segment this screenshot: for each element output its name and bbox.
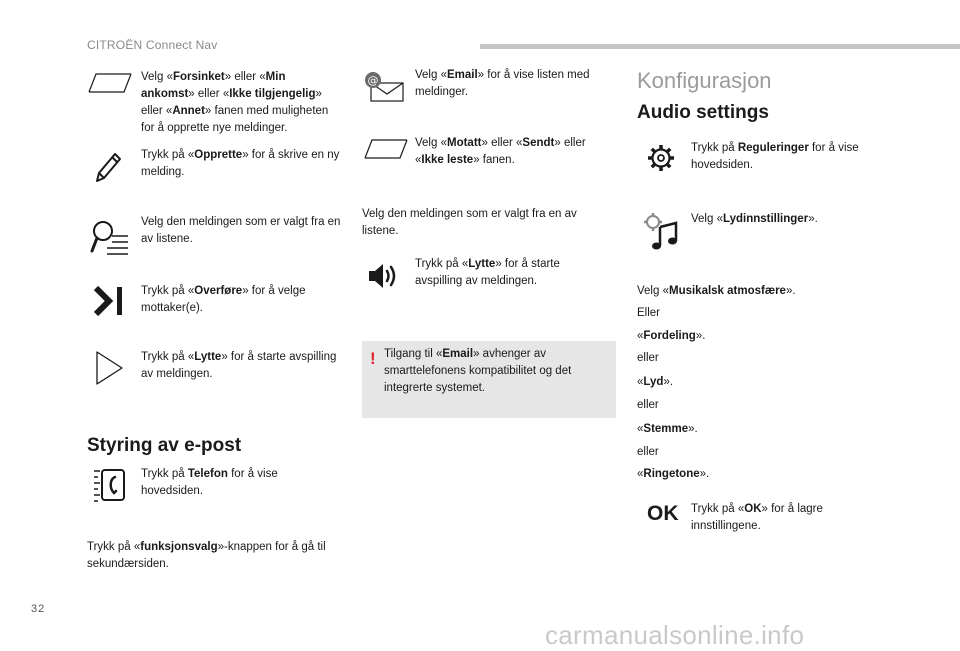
step-listen-email: Trykk på «Lytte» for å starte avspilling… [415,258,560,287]
info-note [362,341,616,418]
step-tabs: Velg «Motatt» eller «Sendt» eller «Ikke … [415,137,586,166]
step-forward: Trykk på «Overføre» for å velge mottaker… [141,285,306,314]
header-title: CITROËN Connect Nav [87,38,218,52]
watermark: carmanualsonline.info [545,620,805,650]
option-text: eller [637,399,659,411]
play-icon [95,350,125,386]
option-item: «Fordeling». [637,330,706,342]
ok-icon: OK [647,502,679,525]
option-text: Eller [637,307,661,319]
search-list-icon [90,219,130,257]
option-text: eller [637,446,659,458]
step-email: Velg «Email» for å vise listen med meldi… [415,69,590,98]
step-create: Trykk på «Opprette» for å skrive en ny m… [141,149,340,178]
gear-icon [647,144,675,172]
option-item: «Ringetone». [637,468,710,480]
option-text: eller [637,352,659,364]
step-function-select: Trykk på «funksjonsvalg»-knappen for å g… [87,541,326,570]
svg-text:@: @ [368,74,379,87]
step-select-category: Velg «Forsinket» eller «Min ankomst» ell… [141,71,329,134]
warning-icon: ! [370,349,376,368]
note-text: Tilgang til «Email» avhenger av smarttel… [384,348,572,394]
select-message-text: Velg den meldingen som er valgt fra en a… [362,208,577,237]
open-folder-icon [88,72,132,94]
section-title-audio: Audio settings [637,102,769,123]
step-ok: Trykk på «OK» for å lagre innstillingene… [691,503,823,532]
speaker-icon [367,260,403,292]
page-number: 32 [31,603,46,615]
section-title-email: Styring av e-post [87,435,242,456]
option-intro: Velg «Musikalsk atmosfære». [637,285,796,297]
step-sound-settings: Velg «Lydinnstillinger». [691,213,818,225]
step-listen: Trykk på «Lytte» for å starte avspilling… [141,351,337,380]
step-select-message: Velg den meldingen som er valgt fra en a… [141,216,341,245]
header-bar [480,44,960,49]
forward-icon [92,284,124,318]
phone-icon [92,468,126,502]
email-icon: @ [363,71,405,103]
page-title: Konfigurasjon [637,68,772,93]
option-item: «Stemme». [637,423,698,435]
option-item: «Lyd». [637,376,674,388]
step-phone: Trykk på Telefon for å vise hovedsiden. [141,468,278,497]
folder-icon [364,138,408,160]
step-settings: Trykk på Reguleringer for å vise hovedsi… [691,142,859,171]
music-gear-icon [644,213,680,251]
pencil-icon [93,150,123,184]
